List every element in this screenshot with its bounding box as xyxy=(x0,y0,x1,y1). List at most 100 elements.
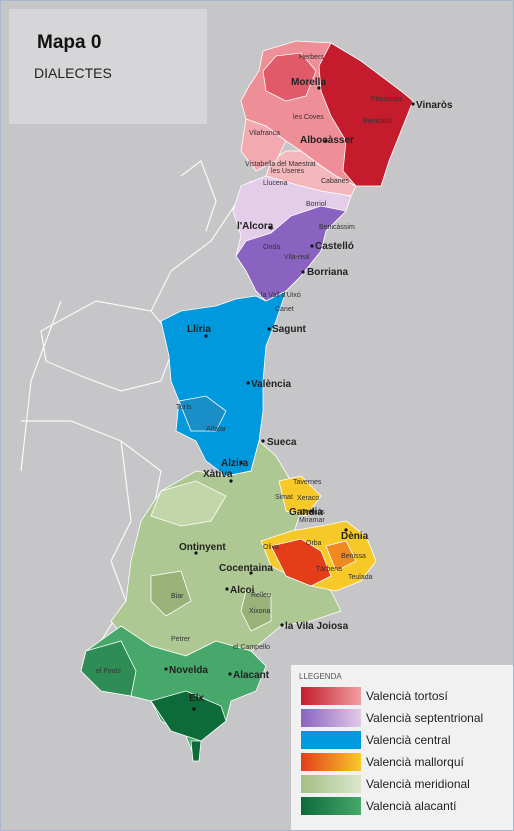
town-label: Oliva xyxy=(263,544,279,551)
city-label: Morella xyxy=(291,77,326,88)
town-label: Benicarló xyxy=(363,118,392,125)
legend-swatch xyxy=(301,709,361,727)
city-marker xyxy=(310,244,314,248)
legend-item-tortosi: Valencià tortosí xyxy=(301,687,511,707)
region-mallorqui xyxy=(260,475,377,592)
town-label: Cabanes xyxy=(321,178,350,185)
city-label: Castelló xyxy=(315,241,354,252)
town-label: Vila-real xyxy=(284,254,310,261)
legend-label: Valencià alacantí xyxy=(366,799,457,813)
town-label: Benissa xyxy=(341,553,366,560)
town-label: Daimús xyxy=(301,509,325,516)
legend-swatch xyxy=(301,731,361,749)
city-marker xyxy=(239,461,243,465)
city-marker xyxy=(310,509,314,513)
city-label: Dènia xyxy=(341,531,369,542)
town-label: Benicàssim xyxy=(319,224,355,231)
legend-label: Valencià meridional xyxy=(366,777,470,791)
town-label: Onda xyxy=(263,244,280,251)
town-label: el Campello xyxy=(233,644,270,651)
legend: LLEGENDA Valencià tortosí Valencià septe… xyxy=(291,665,513,830)
city-label: Borriana xyxy=(307,267,349,278)
town-label: Teulada xyxy=(348,574,373,581)
town-label: Tavernes xyxy=(293,479,322,486)
city-marker xyxy=(267,327,271,331)
legend-label: Valencià mallorquí xyxy=(366,755,464,769)
town-label: Xixona xyxy=(249,608,271,615)
legend-item-central: Valencià central xyxy=(301,731,511,751)
town-label: Vistabella del Maestrat xyxy=(245,161,316,168)
legend-swatch xyxy=(301,753,361,771)
city-label: Sagunt xyxy=(272,324,307,335)
legend-swatch xyxy=(301,775,361,793)
city-marker xyxy=(229,479,233,483)
town-label: Vilafranca xyxy=(249,130,280,137)
city-label: Novelda xyxy=(169,665,208,676)
city-marker xyxy=(324,139,328,143)
city-marker xyxy=(192,707,196,711)
city-label: Vinaròs xyxy=(416,100,453,111)
city-marker xyxy=(280,623,284,627)
city-marker xyxy=(225,587,229,591)
town-labels: Herbers Vilafranca Benicarló Vistabella … xyxy=(96,54,402,675)
region-tortosi xyxy=(240,40,414,197)
town-label: Turís xyxy=(176,404,192,411)
city-label: Llíria xyxy=(187,324,211,335)
city-label: l'Alcora xyxy=(237,221,274,232)
city-label: Xàtiva xyxy=(203,469,233,480)
city-marker xyxy=(317,86,321,90)
city-marker xyxy=(164,667,168,671)
town-label: Biar xyxy=(171,593,184,600)
city-marker xyxy=(204,334,208,338)
town-label: Simat xyxy=(275,494,293,501)
city-label: Alcoi xyxy=(230,585,255,596)
legend-item-septentrional: Valencià septentrional xyxy=(301,709,511,729)
town-label: Tàrbena xyxy=(316,566,342,573)
town-label: la Vall d'Uixó xyxy=(261,292,301,299)
town-label: les Useres xyxy=(271,168,305,175)
town-label: Peníscola xyxy=(371,96,402,103)
map-title: Mapa 0 xyxy=(37,32,102,53)
legend-swatch xyxy=(301,687,361,705)
legend-item-alacanti: Valencià alacantí xyxy=(301,797,511,817)
city-marker xyxy=(344,528,348,532)
city-label: Gandia xyxy=(289,507,323,518)
city-label: Ontinyent xyxy=(179,542,226,553)
town-label: Borriol xyxy=(306,201,327,208)
city-marker xyxy=(249,571,253,575)
legend-swatch xyxy=(301,797,361,815)
title-box xyxy=(9,9,207,124)
town-label: Relleu xyxy=(251,592,271,599)
region-alacanti xyxy=(80,625,267,763)
city-label: Alacant xyxy=(233,670,270,681)
city-marker xyxy=(194,551,198,555)
city-marker xyxy=(228,672,232,676)
city-labels: Morella Vinaròs Albocàsser l'Alcora Cast… xyxy=(164,77,453,711)
legend-label: Valencià tortosí xyxy=(366,689,448,703)
town-label: Miramar xyxy=(299,517,325,524)
city-label: Alzira xyxy=(221,458,249,469)
legend-title: LLEGENDA xyxy=(299,672,342,681)
town-label: Llucena xyxy=(263,180,288,187)
region-septentrional xyxy=(232,175,352,302)
town-label: Orba xyxy=(306,540,322,547)
map-subtitle: DIALECTES xyxy=(34,65,112,81)
town-label: les Coves xyxy=(293,114,324,121)
legend-item-mallorqui: Valencià mallorquí xyxy=(301,753,511,773)
city-marker xyxy=(411,102,415,106)
legend-label: Valencià central xyxy=(366,733,451,747)
city-marker xyxy=(301,270,305,274)
town-label: Alfafar xyxy=(206,426,227,433)
city-label: Sueca xyxy=(267,437,297,448)
town-label: Petrer xyxy=(171,636,191,643)
city-label: Cocentaina xyxy=(219,563,273,574)
city-label: València xyxy=(251,379,291,390)
town-label: Herbers xyxy=(299,54,324,61)
town-label: el Pinós xyxy=(96,668,121,675)
city-marker xyxy=(246,381,250,385)
town-label: Xeraco xyxy=(297,495,319,502)
legend-label: Valencià septentrional xyxy=(366,711,484,725)
town-label: Canet xyxy=(275,306,294,313)
